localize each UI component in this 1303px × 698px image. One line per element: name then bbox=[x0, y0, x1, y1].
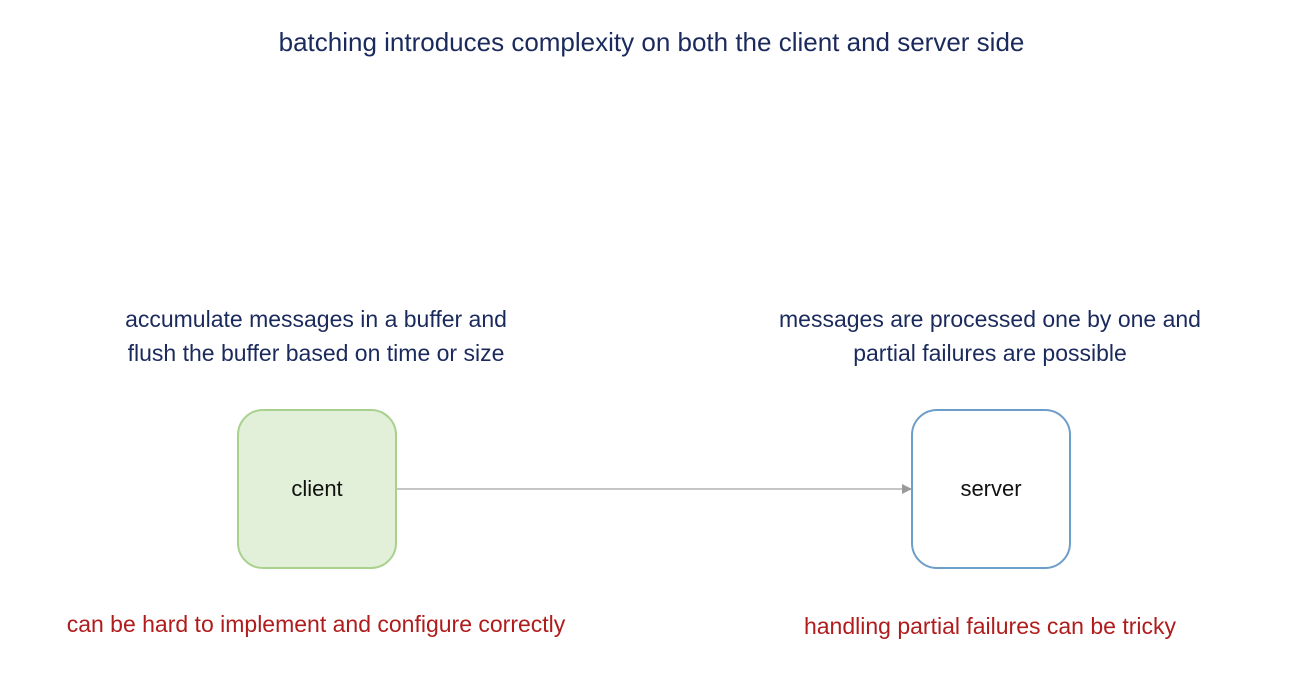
client-caption: accumulate messages in a buffer and flus… bbox=[56, 302, 576, 370]
server-node: server bbox=[911, 409, 1071, 569]
server-node-label: server bbox=[960, 476, 1022, 501]
client-caption-line-2: flush the buffer based on time or size bbox=[127, 340, 505, 366]
server-caption-line-1: messages are processed one by one and bbox=[779, 306, 1201, 332]
slide-title: batching introduces complexity on both t… bbox=[278, 27, 1025, 57]
server-caption: messages are processed one by one and pa… bbox=[730, 302, 1250, 370]
client-node: client bbox=[237, 409, 397, 569]
client-note: can be hard to implement and configure c… bbox=[66, 611, 566, 637]
server-caption-line-2: partial failures are possible bbox=[853, 340, 1127, 366]
client-node-label: client bbox=[291, 476, 343, 501]
server-note: handling partial failures can be tricky bbox=[803, 613, 1177, 639]
client-caption-line-1: accumulate messages in a buffer and bbox=[125, 306, 507, 332]
